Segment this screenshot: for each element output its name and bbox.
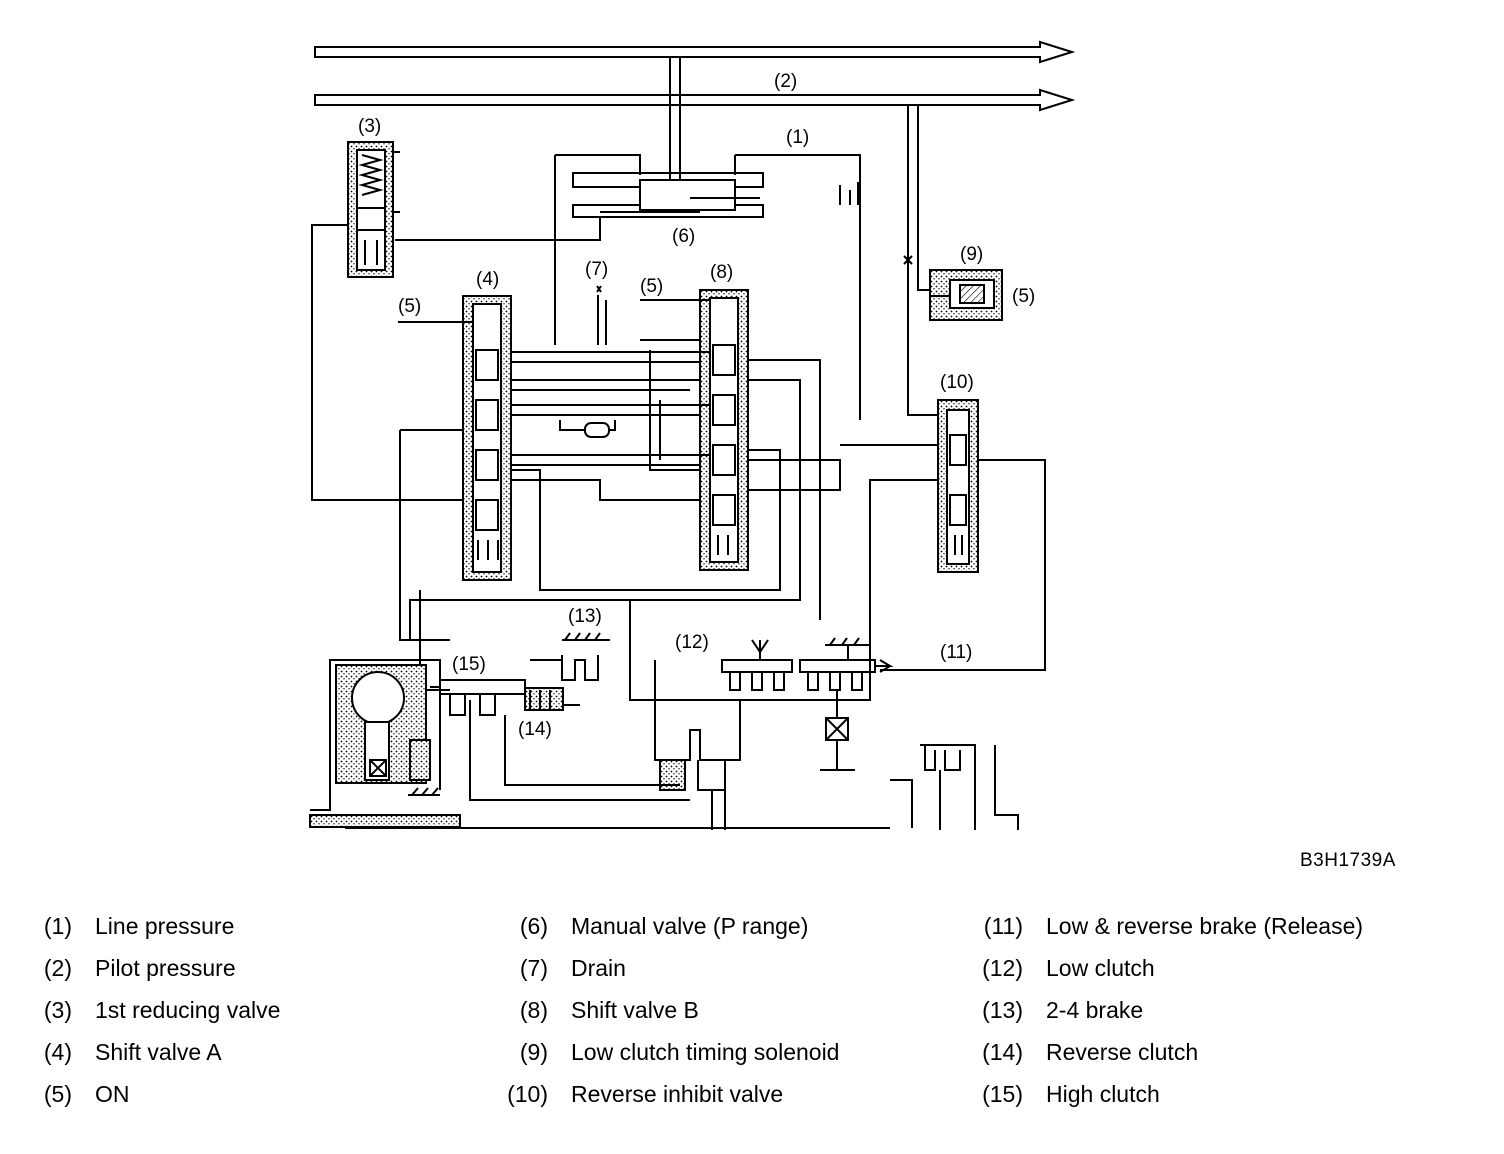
low-clutch [721,639,793,691]
low-reverse-brake [799,637,894,771]
callout-15: (15) [452,654,486,675]
legend-item: (2) Pilot pressure [38,947,280,989]
legend-number: (10) [507,1080,548,1107]
callout-13: (13) [568,606,602,627]
legend-number: (4) [43,1038,72,1065]
legend-number: (9) [519,1038,548,1065]
manual-valve [395,154,861,420]
legend-item: (11) Low & reverse brake (Release) [975,905,1363,947]
legend-label: Manual valve (P range) [571,912,809,939]
legend-number: (2) [43,954,72,981]
legend-item: (3) 1st reducing valve [38,989,281,1031]
line-pressure-arrow [314,40,1076,64]
legend-label: Low clutch timing solenoid [571,1038,840,1065]
legend-item: (10) Reverse inhibit valve [500,1073,839,1115]
legend-item: (4) Shift valve A [38,1031,280,1073]
callout-8: (8) [710,262,733,283]
legend-number: (13) [982,996,1023,1023]
legend-item: (1) Line pressure [38,905,280,947]
callout-10: (10) [940,372,974,393]
legend-item: (7) Drain [500,947,839,989]
legend-label: Drain [571,954,626,981]
callout-6: (6) [672,226,695,247]
legend-label: Line pressure [95,912,235,939]
legend-label: Low & reverse brake (Release) [1046,912,1364,939]
legend-label: 1st reducing valve [95,996,281,1023]
legend-column-1: (1) Line pressure (2) Pilot pressure (3) 1s… [38,905,281,1115]
legend-item: (6) Manual valve (P range) [500,905,839,947]
callout-4: (4) [476,269,499,290]
callout-2: (2) [774,71,797,92]
shift-valve-a [398,295,512,581]
callout-11: (11) [940,642,972,663]
legend-number: (7) [519,954,548,981]
legend-item: (8) Shift valve B [500,989,839,1031]
legend-number: (1) [43,912,72,939]
pilot-pressure-arrow [314,88,1076,112]
callout-5-shift-valve-b: (5) [640,276,663,297]
reverse-inhibit-valve [629,399,1046,701]
low-clutch-timing-solenoid [903,255,1003,321]
reverse-clutch [524,687,580,711]
first-reducing-valve [311,141,465,501]
legend-column-3: (11) Low & reverse brake (Release) (12) Lo… [975,905,1363,1115]
legend-label: Pilot pressure [95,954,236,981]
high-clutch [430,679,526,716]
shift-valve-b [640,289,749,571]
legend-label: 2-4 brake [1046,996,1144,1023]
legend-item: (5) ON [38,1073,280,1115]
legend-label: High clutch [1046,1080,1160,1107]
legend-label: ON [95,1080,130,1107]
legend-label: Low clutch [1046,954,1155,981]
callout-7: (7) [585,259,608,280]
legend-number: (11) [983,912,1023,939]
legend-number: (6) [519,912,548,939]
legend-label: Shift valve A [95,1038,222,1065]
legend-column-2: (6) Manual valve (P range) (7) Drain (8) Sh… [500,905,839,1115]
callout-9: (9) [960,244,983,265]
legend-item: (13) 2-4 brake [975,989,1363,1031]
legend-item: (9) Low clutch timing solenoid [500,1031,840,1073]
legend-number: (3) [43,996,72,1023]
2-4-brake [530,632,610,681]
callout-5-shift-valve-a: (5) [398,296,421,317]
output-piston-assembly [345,660,1019,830]
callout-5-solenoid: (5) [1012,286,1035,307]
legend-label: Reverse inhibit valve [571,1080,784,1107]
callout-3: (3) [358,116,381,137]
callout-12: (12) [675,632,709,653]
legend-label: Reverse clutch [1046,1038,1199,1065]
legend-item: (15) High clutch [975,1073,1363,1115]
callout-1: (1) [786,127,809,148]
legend-item: (12) Low clutch [975,947,1363,989]
legend-number: (15) [982,1080,1023,1107]
legend-number: (12) [982,954,1023,981]
legend-number: (8) [519,996,548,1023]
legend-number: (5) [43,1080,72,1107]
legend-item: (14) Reverse clutch [975,1031,1363,1073]
legend-number: (14) [982,1038,1023,1065]
callout-14: (14) [518,719,552,740]
figure-code: B3H1739A [1300,850,1396,871]
oil-pump-assembly [309,659,461,828]
legend-label: Shift valve B [571,996,699,1023]
